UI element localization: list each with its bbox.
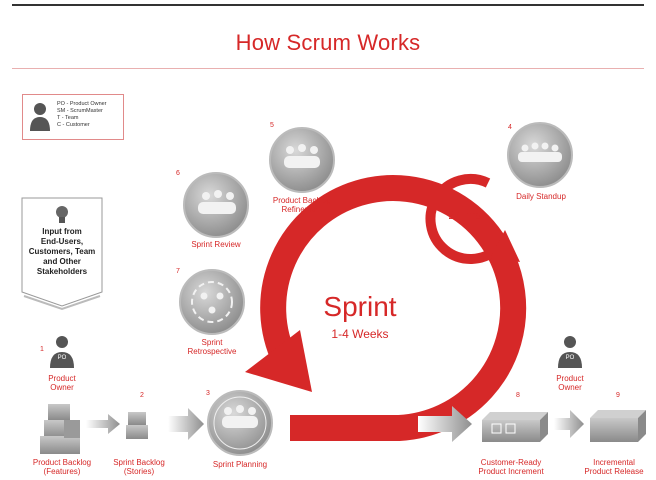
stake-line-1: Input from [42,227,82,236]
legend-c: C - Customer [57,122,90,128]
label-product-backlog: Product Backlog (Features) [32,458,92,476]
sprint-loop-arrow [245,175,527,442]
legend-sm: SM - ScrumMaster [57,108,103,114]
po-icon-label-right: PO [565,355,575,361]
person-icon [30,103,50,131]
sprint-duration: 1-4 Weeks [331,327,389,341]
step-number-3: 3 [206,390,210,397]
label-sprint-retrospective: Sprint Retrospective [187,338,237,356]
flow-arrow-2 [168,408,204,440]
label-product-release: Incremental Product Release [584,458,644,476]
product-owner-left-icon [50,336,74,368]
disc-sprint-planning [207,390,273,456]
po-icon-label-left: PO [57,355,67,361]
label-sprint-backlog: Sprint Backlog (Stories) [113,458,165,476]
step-number-5: 5 [270,122,274,129]
top-rule [12,4,644,6]
flow-arrow-4 [554,410,584,438]
stake-line-2: End-Users, [40,237,84,246]
flow-arrow-3 [418,406,472,442]
product-increment-box [482,412,548,442]
lightbulb-icon [56,206,68,223]
daily-cycle-label: 24 hrs [448,208,482,222]
label-product-owner-right: Product Owner [556,374,584,392]
role-legend: PO - Product Owner SM - ScrumMaster T - … [22,94,124,140]
daily-loop-arrow [425,174,520,264]
legend-t: T - Team [57,115,79,121]
legend-po: PO - Product Owner [57,101,107,107]
label-sprint-planning: Sprint Planning [212,460,268,469]
stakeholder-banner [21,197,103,311]
stake-line-3: Customers, Team [28,247,96,256]
product-owner-right-icon [558,336,582,368]
label-backlog-refinement: Product Backlog Refinement [272,196,332,214]
flow-arrow-1 [86,414,120,434]
disc-sprint-retrospective [179,269,245,335]
label-daily-standup: Daily Standup [516,192,566,201]
step-number-4: 4 [508,124,512,131]
step-number-8: 8 [516,392,520,399]
label-sprint-review: Sprint Review [191,240,241,249]
title-rule [12,68,644,69]
step-number-1: 1 [40,346,44,353]
step-number-9: 9 [616,392,620,399]
disc-daily-standup [507,122,573,188]
step-number-2: 2 [140,392,144,399]
sprint-backlog-boxes [126,412,148,439]
legend-lines: PO - Product Owner SM - ScrumMaster T - … [57,101,107,129]
disc-sprint-review [183,172,249,238]
stakeholder-text: Input from End-Users, Customers, Team an… [22,205,102,277]
stake-line-4: and Other [43,257,81,266]
product-release-box [590,410,646,442]
label-product-increment: Customer-Ready Product Increment [478,458,544,476]
product-backlog-boxes [40,404,80,454]
page-title: How Scrum Works [235,30,421,55]
step-number-7: 7 [176,268,180,275]
label-product-owner-left: Product Owner [48,374,76,392]
disc-backlog-refinement [269,127,335,193]
step-number-6: 6 [176,170,180,177]
sprint-title: Sprint [323,291,397,322]
stake-line-5: Stakeholders [36,267,88,276]
